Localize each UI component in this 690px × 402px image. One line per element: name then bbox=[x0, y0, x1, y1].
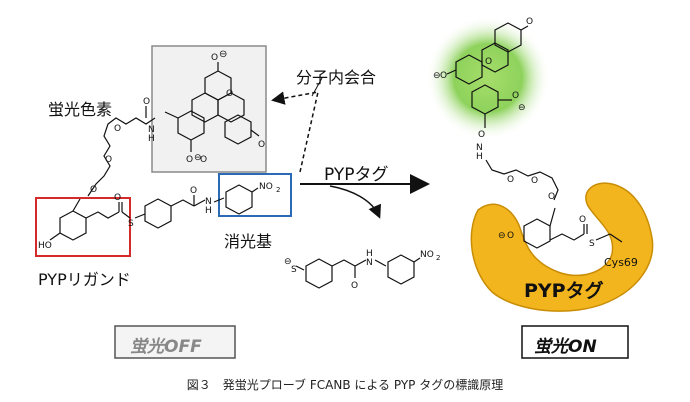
thioester-s: S bbox=[128, 219, 134, 229]
phenol-ho: HO bbox=[38, 241, 52, 251]
amide-o: O bbox=[143, 97, 150, 107]
fragment-s: S bbox=[291, 265, 297, 275]
glow-o-top: O bbox=[526, 17, 533, 27]
quencher-box bbox=[218, 173, 292, 217]
badge-on-frame bbox=[521, 325, 629, 359]
linker-h: H bbox=[205, 206, 212, 216]
fluor-nh-n: N bbox=[148, 125, 155, 135]
glow-amide-o: O bbox=[478, 130, 485, 140]
fluor-minus-top: ⊖ bbox=[219, 49, 227, 60]
peg-o-1: O bbox=[114, 124, 121, 134]
fluor-nh-h: H bbox=[148, 134, 155, 144]
peg-o-2: O bbox=[105, 155, 112, 165]
bound-carbonyl-o: O bbox=[579, 215, 586, 225]
fragment-minus: ⊖ bbox=[284, 257, 292, 267]
glow-nh-n: N bbox=[476, 143, 483, 153]
fluor-carboxyl-o2: O bbox=[200, 155, 207, 165]
bright-peg-o-3: O bbox=[548, 192, 555, 202]
fluorescence-on-badge: 蛍光ON bbox=[534, 337, 597, 357]
fluorescence-off-badge: 蛍光OFF bbox=[130, 337, 202, 357]
pyp-ligand-box bbox=[35, 197, 131, 257]
glow-nh-h: H bbox=[476, 152, 483, 162]
intramolecular-pointer bbox=[311, 77, 323, 97]
fluor-carboxyl-o: O bbox=[186, 155, 193, 165]
bright-fluorophore-structure bbox=[446, 22, 529, 128]
glow-o-left: O bbox=[440, 71, 447, 81]
pyp-tag-protein-label: PYPタグ bbox=[524, 280, 604, 302]
fragment-h: H bbox=[366, 249, 373, 259]
peg-o-3: O bbox=[90, 185, 97, 195]
fragment-o: O bbox=[351, 281, 358, 291]
peg-linker bbox=[87, 106, 156, 197]
fluorophore-structure bbox=[164, 62, 260, 152]
cys69-label: Cys69 bbox=[604, 256, 638, 269]
quencher-label: 消光基 bbox=[224, 232, 273, 251]
bound-o: O bbox=[507, 231, 514, 241]
figure-caption: 図３ 発蛍光プローブ FCANB による PYP タグの標識原理 bbox=[186, 378, 504, 392]
intramolecular-dashed-arrow bbox=[271, 91, 319, 173]
thioester-o: O bbox=[114, 193, 121, 203]
linker-n: N bbox=[205, 197, 212, 207]
bound-s: S bbox=[589, 239, 595, 249]
fluor-keto-o: O bbox=[258, 140, 265, 150]
pyp-tag-arrow-label: PYPタグ bbox=[324, 165, 389, 185]
fluorophore-box bbox=[151, 45, 267, 173]
intramolecular-label: 分子内会合 bbox=[296, 68, 377, 87]
release-arrow bbox=[329, 185, 381, 219]
fluor-minus-carboxyl: ⊖ bbox=[194, 153, 202, 163]
glow-minus-carboxyl: ⊖ bbox=[518, 103, 526, 113]
linker-amide-o: O bbox=[190, 186, 197, 196]
quencher-no2-sub: 2 bbox=[276, 186, 280, 194]
quencher-structure bbox=[213, 184, 259, 215]
glow-carboxyl-o: O bbox=[512, 91, 519, 101]
glow-minus-left: ⊖ bbox=[433, 71, 441, 81]
badge-off-frame bbox=[114, 325, 236, 359]
fluor-ring-o: O bbox=[226, 89, 233, 99]
pyp-ligand-label: PYPリガンド bbox=[38, 270, 131, 289]
bright-peg-o-1: O bbox=[507, 175, 514, 185]
fluor-o-top: O bbox=[211, 53, 218, 63]
fragment-n: N bbox=[366, 258, 373, 268]
pyp-ligand-structure bbox=[49, 198, 123, 241]
glow-ring-o: O bbox=[485, 57, 492, 67]
pyp-tag-protein bbox=[470, 182, 654, 312]
bound-minus: ⊖ bbox=[498, 231, 506, 241]
bound-ligand-structure bbox=[523, 207, 623, 249]
quencher-no2: NO bbox=[259, 182, 273, 192]
fragment-no2: NO bbox=[420, 250, 434, 260]
released-fragment bbox=[295, 254, 421, 289]
fluorescence-glow bbox=[426, 16, 550, 140]
fragment-no2-sub: 2 bbox=[436, 254, 440, 262]
fluorophore-label: 蛍光色素 bbox=[48, 100, 113, 119]
bright-peg-linker bbox=[485, 159, 559, 201]
bright-peg-o-2: O bbox=[531, 176, 538, 186]
quencher-linker bbox=[121, 195, 206, 229]
